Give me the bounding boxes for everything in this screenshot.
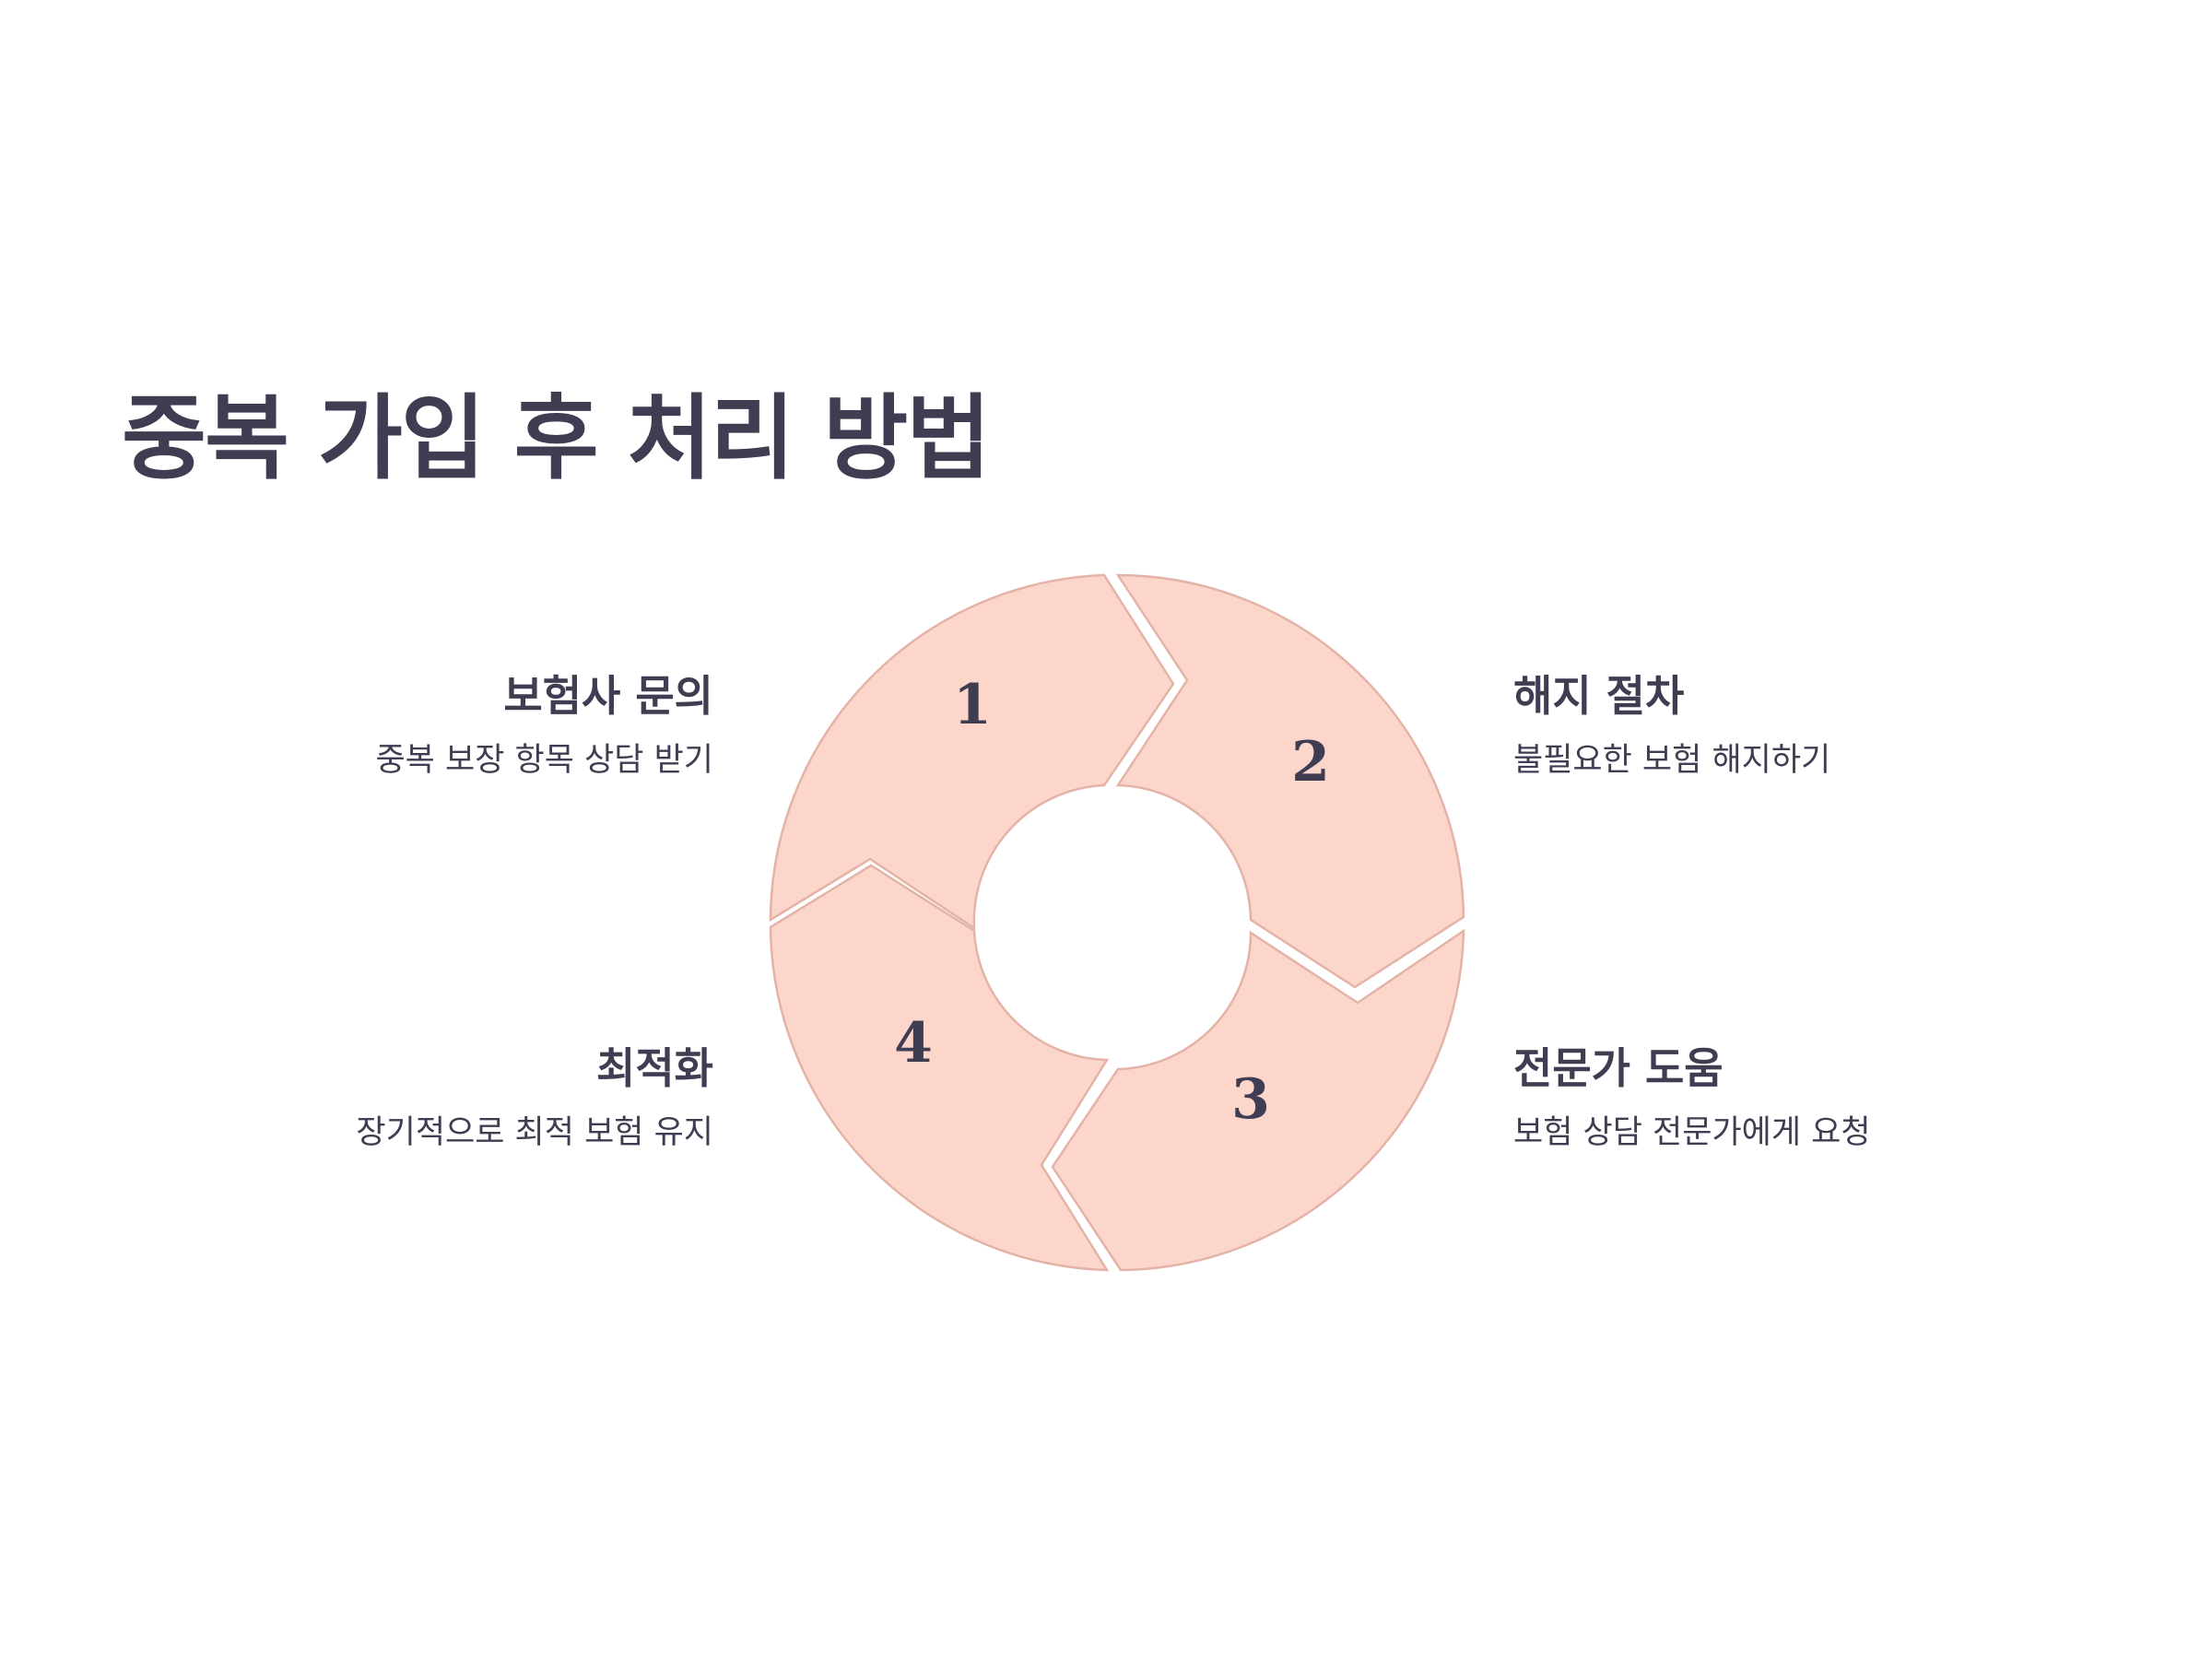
step-1-description: 중복 보장 항목 상담 받기 xyxy=(375,742,713,780)
cycle-segment-4 xyxy=(769,864,1110,1272)
step-3-description: 보험 상담 전문가에게 요청 xyxy=(1513,1114,1871,1152)
step-2-description: 불필요한 보험 해지하기 xyxy=(1513,742,1831,780)
step-4-label-group: 최적화 장기적으로 최적 보험 유지 xyxy=(197,1043,713,1155)
page-title: 중복 가입 후 처리 방법 xyxy=(122,384,991,492)
step-2-title: 해지 절차 xyxy=(1513,671,1685,721)
step-3-label-group: 전문가 도움 보험 상담 전문가에게 요청 xyxy=(1513,1043,2030,1155)
step-3-title: 전문가 도움 xyxy=(1513,1043,1724,1093)
cycle-segment-3 xyxy=(1051,928,1465,1272)
step-2-number: 2 xyxy=(1291,730,1330,794)
step-1-title: 보험사 문의 xyxy=(503,671,713,721)
step-1-label-group: 보험사 문의 중복 보장 항목 상담 받기 xyxy=(197,671,713,782)
cycle-segment-1 xyxy=(769,573,1175,931)
step-3-number: 3 xyxy=(1231,1067,1270,1132)
step-4-number: 4 xyxy=(894,1011,933,1076)
step-4-title: 최적화 xyxy=(596,1043,713,1093)
step-4-description: 장기적으로 최적 보험 유지 xyxy=(356,1114,713,1152)
step-2-label-group: 해지 절차 불필요한 보험 해지하기 xyxy=(1513,671,2030,782)
step-1-number: 1 xyxy=(953,673,992,737)
cycle-segment-2 xyxy=(1115,573,1465,989)
